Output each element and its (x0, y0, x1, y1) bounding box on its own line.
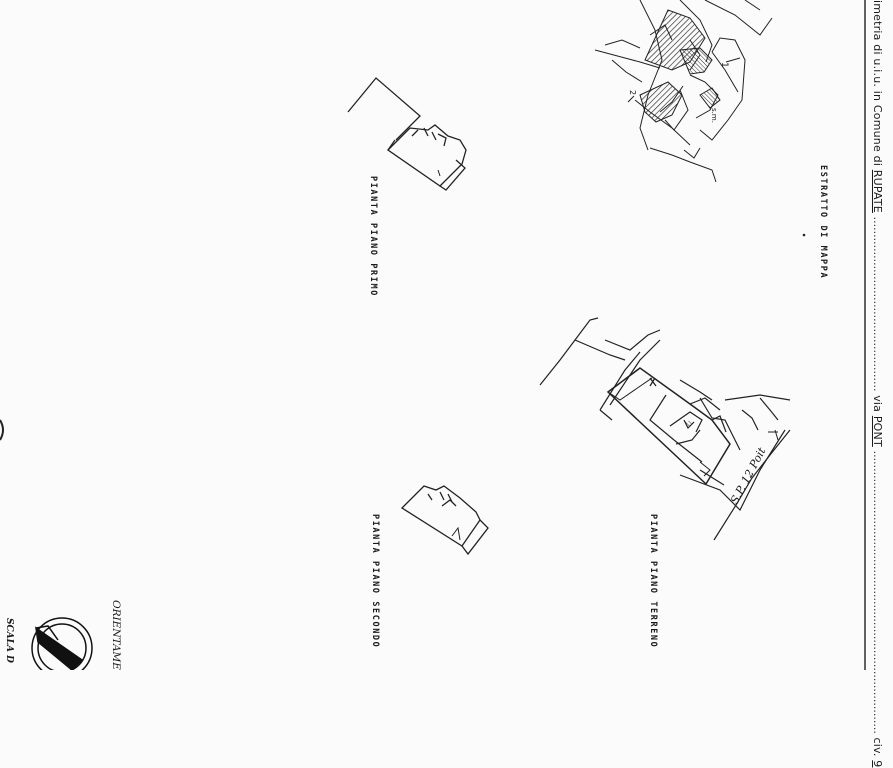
caption-estratto-di-mappa: ESTRATTO DI MAPPA (818, 165, 828, 280)
header-dots-1: ........................................… (871, 216, 884, 392)
map-extract (594, 0, 773, 183)
plan-second-floor (400, 485, 489, 556)
compass-rose (31, 617, 93, 670)
plan-ground-floor (539, 317, 791, 541)
caption-pianta-piano-terreno: PIANTA PIANO TERRENO (648, 514, 658, 649)
header-prefix: imetria di u.i.u. in Comune di (871, 0, 884, 167)
orientamento-label: ORIENTAME (110, 600, 122, 670)
plan-drawings (0, 0, 866, 670)
header-civ-label: civ. (871, 737, 884, 757)
caption-pianta-piano-secondo: PIANTA PIANO SECONDO (370, 514, 380, 649)
dot-mark (802, 233, 806, 237)
map-mark-s: s.m. (710, 108, 718, 123)
scala-label: SCALA D (4, 618, 14, 663)
header-via-value: PONT (871, 415, 884, 447)
map-mark-2: 2 (628, 90, 637, 96)
header-dots-2: ........................................… (871, 450, 884, 734)
header-comune: RUPATE (871, 169, 884, 213)
header-civ-value: 9 (871, 760, 884, 768)
plan-first-floor (347, 77, 467, 191)
header-via-label: via (871, 395, 884, 413)
map-mark-1: 1 (719, 62, 729, 68)
header-line: imetria di u.i.u. in Comune di RUPATE ..… (871, 0, 884, 768)
edge-mark (0, 419, 4, 441)
caption-pianta-piano-primo: PIANTA PIANO PRIMO (368, 176, 378, 297)
